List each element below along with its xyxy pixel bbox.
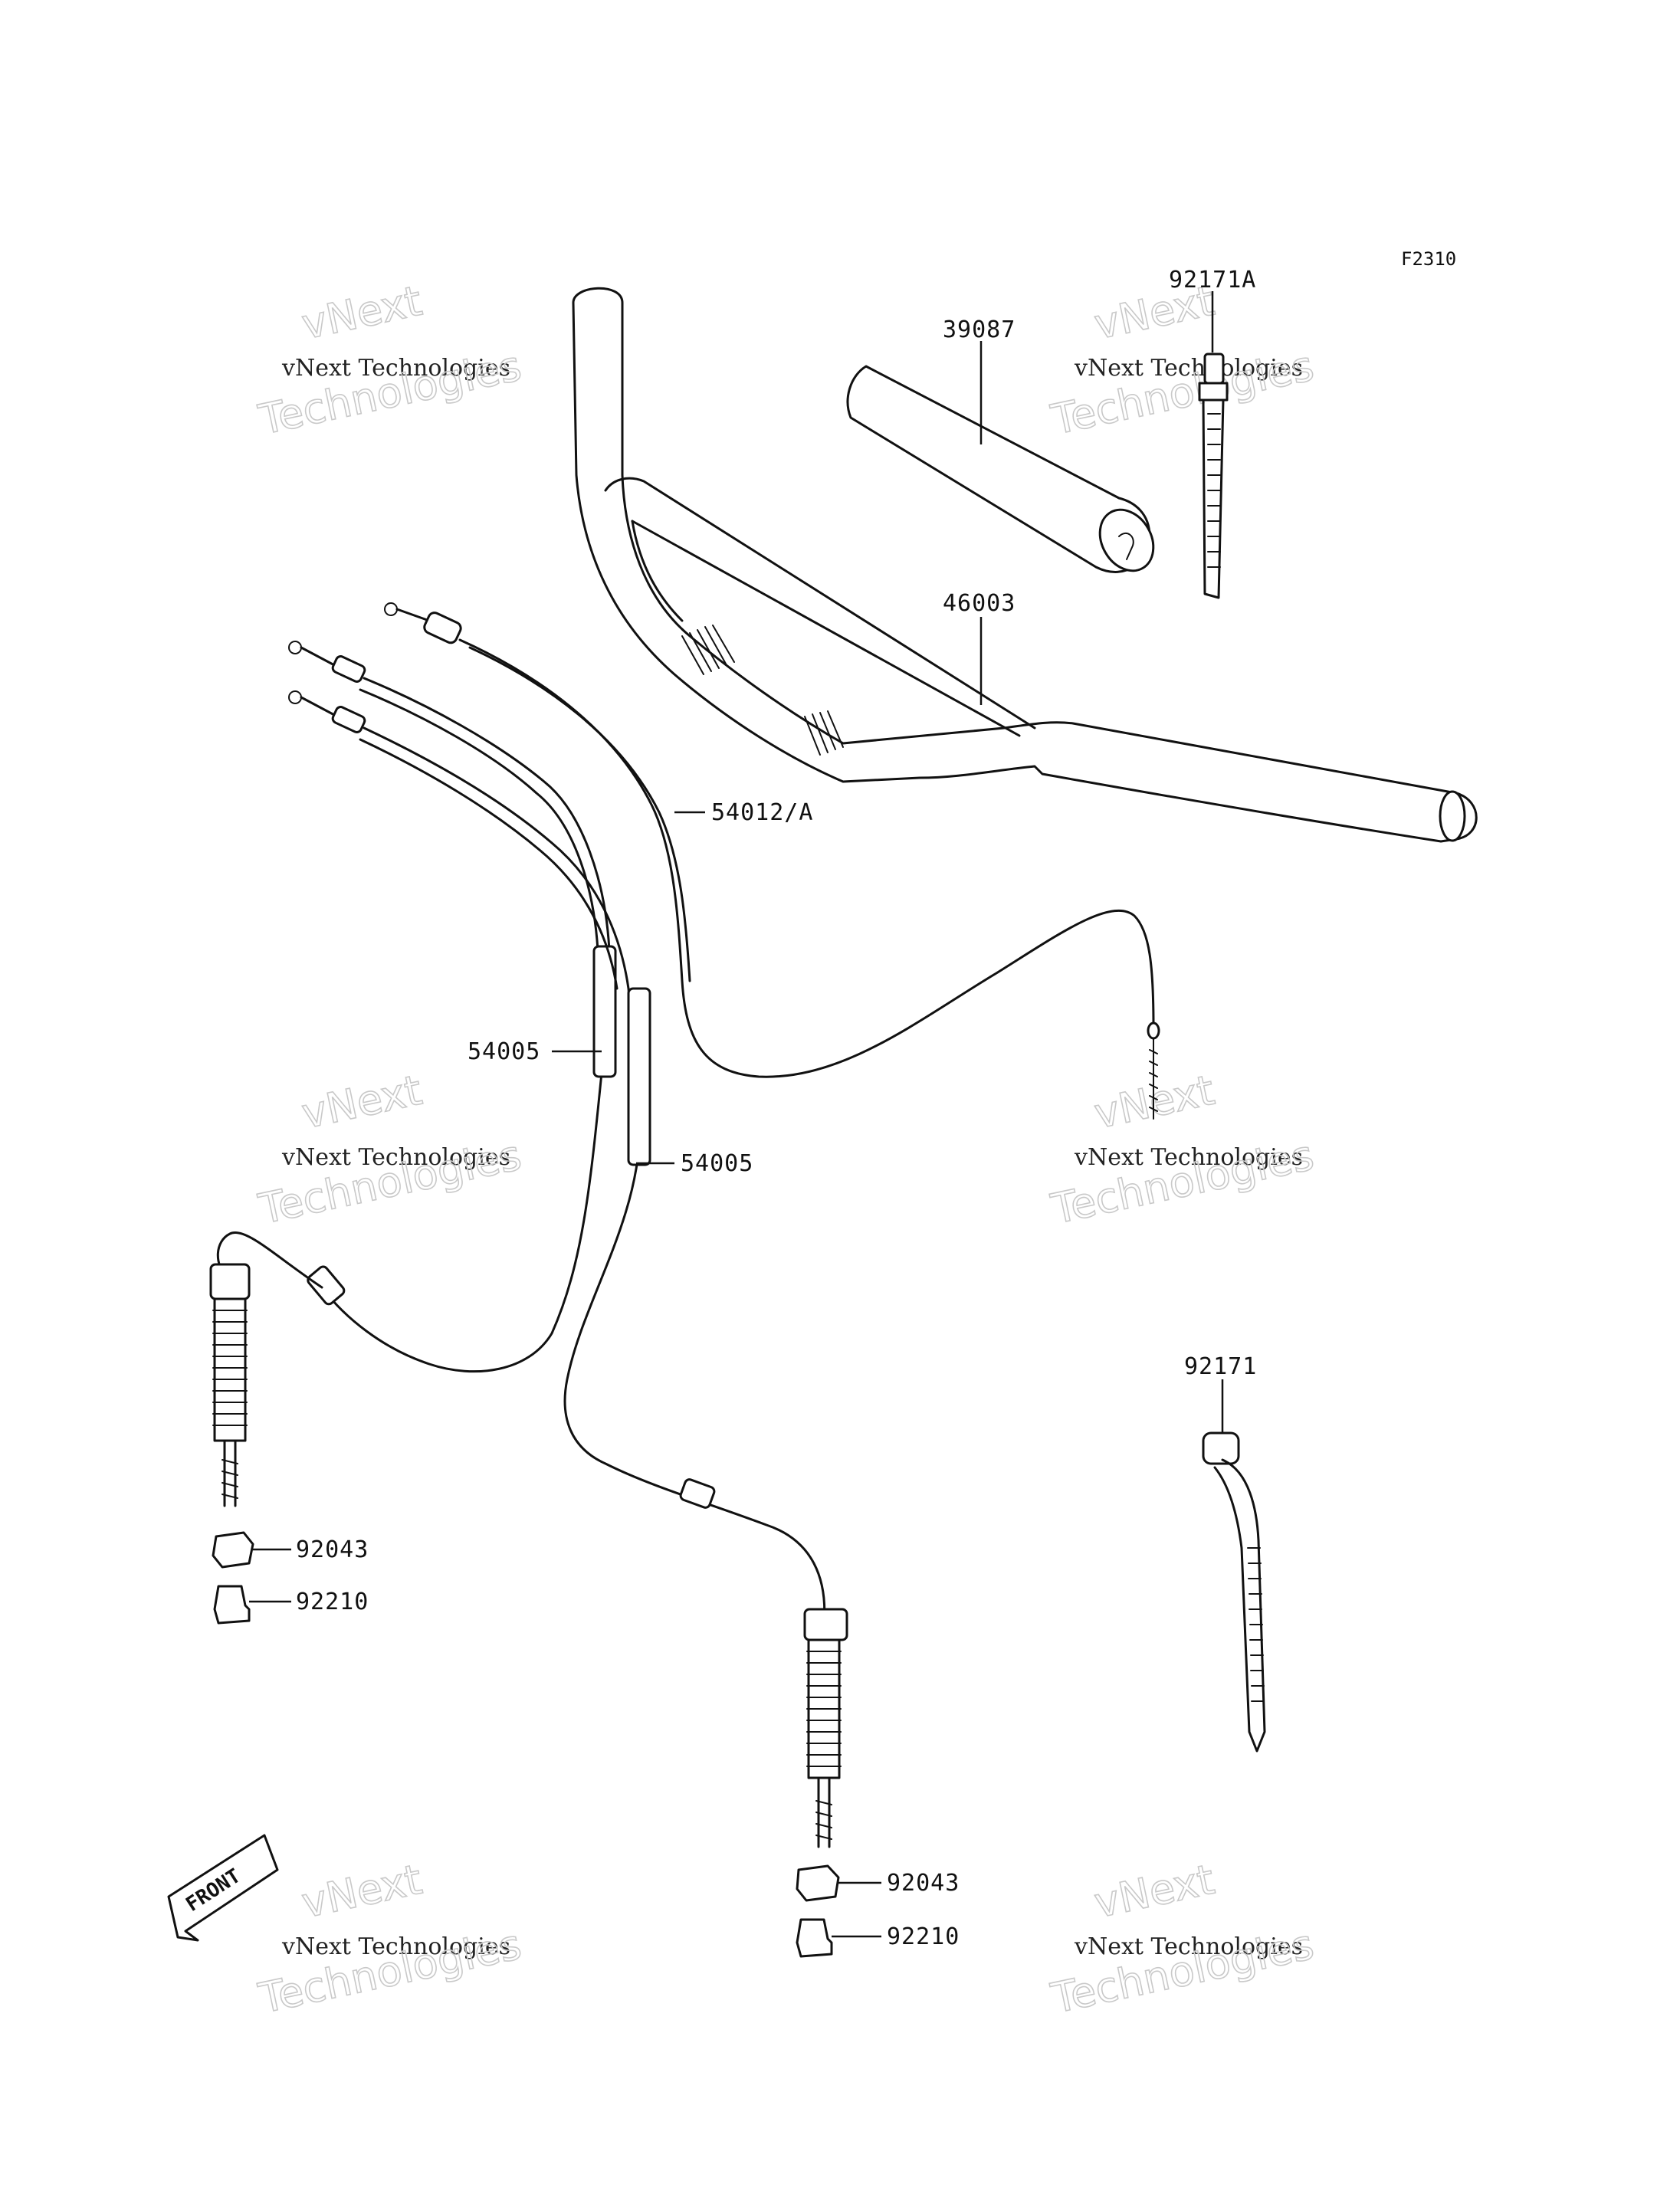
watermark-text: vNext bbox=[1090, 1855, 1218, 1927]
throttle-cable bbox=[384, 602, 1160, 1120]
watermark-text: vNext Technologies bbox=[1074, 355, 1303, 382]
handlebar bbox=[572, 287, 1478, 843]
boot-right bbox=[806, 1638, 842, 1779]
figure-code: F2310 bbox=[1401, 248, 1456, 270]
front-arrow: FRONT bbox=[167, 1834, 279, 1942]
adjuster-right-shape bbox=[796, 1918, 833, 1958]
watermark-text: vNext bbox=[297, 277, 425, 349]
watermark-text: vNext Technologies bbox=[281, 1933, 510, 1960]
cable-tie-a bbox=[1198, 353, 1229, 599]
part-label-92171: 92171 bbox=[1184, 1353, 1257, 1380]
cable-clip bbox=[1202, 1431, 1266, 1753]
watermark-text: vNext Technologies bbox=[281, 1144, 510, 1171]
watermark-top-right: vNext vNext Technologies Technologies bbox=[1046, 276, 1318, 444]
grip-knurl-left bbox=[681, 625, 735, 675]
part-label-39087: 39087 bbox=[943, 316, 1016, 343]
boot-left bbox=[212, 1297, 248, 1442]
part-label-92043-left: 92043 bbox=[296, 1536, 369, 1563]
part-label-92171a: 92171A bbox=[1169, 267, 1256, 293]
watermark-text: vNext Technologies bbox=[1074, 1144, 1303, 1171]
watermark-text: vNext bbox=[297, 1066, 425, 1138]
watermark-text: vNext Technologies bbox=[1074, 1933, 1303, 1960]
part-label-46003: 46003 bbox=[943, 590, 1016, 617]
watermark-text: vNext bbox=[297, 1855, 425, 1927]
part-label-54005-left: 54005 bbox=[468, 1038, 540, 1065]
brake-cable-right bbox=[288, 690, 848, 1848]
watermark-bottom-left: vNext vNext Technologies Technologies bbox=[254, 1854, 526, 2023]
handlebar-pad bbox=[846, 365, 1155, 573]
part-label-92210-left: 92210 bbox=[296, 1589, 369, 1615]
part-label-92043-right: 92043 bbox=[887, 1870, 960, 1897]
watermark-text: vNext bbox=[1090, 1066, 1218, 1138]
nut-right-shape bbox=[796, 1864, 840, 1902]
watermark-bottom-right: vNext vNext Technologies Technologies bbox=[1046, 1854, 1318, 2023]
watermark-text: vNext Technologies bbox=[281, 355, 510, 382]
part-label-92210-right: 92210 bbox=[887, 1923, 960, 1950]
part-label-54012a: 54012/A bbox=[711, 799, 813, 826]
watermark-mid-left: vNext vNext Technologies Technologies bbox=[254, 1065, 526, 1234]
part-label-54005-right: 54005 bbox=[681, 1150, 753, 1177]
nut-left-shape bbox=[212, 1531, 254, 1569]
watermark-top-left: vNext vNext Technologies Technologies bbox=[254, 276, 526, 444]
adjuster-left-shape bbox=[213, 1585, 251, 1625]
watermark-mid-right: vNext vNext Technologies Technologies bbox=[1046, 1065, 1318, 1234]
brake-cable-left bbox=[209, 641, 617, 1507]
grip-knurl-right bbox=[804, 710, 844, 756]
